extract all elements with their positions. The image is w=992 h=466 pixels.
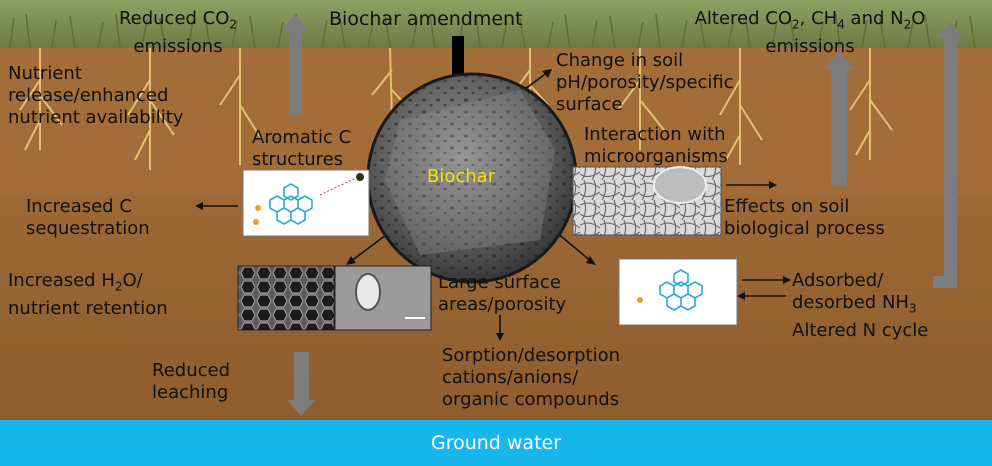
biochar-label: Biochar: [427, 166, 495, 188]
nutrient-release-label: Nutrient release/enhanced nutrient avail…: [8, 63, 183, 129]
molecule-image-left: [243, 170, 369, 236]
water-retention-label: Increased H2O/ nutrient retention: [8, 270, 168, 320]
pore-structure-images: [238, 266, 431, 330]
aromatic-c-label: Aromatic C structures: [252, 127, 351, 171]
surface-area-label: Large surface areas/porosity: [438, 272, 566, 316]
biochar-amendment-title: Biochar amendment: [329, 8, 523, 30]
soil-biology-label: Effects on soil biological process: [724, 196, 885, 240]
ground-water-band: Ground water: [0, 420, 992, 466]
sorption-label: Sorption/desorption cations/anions/ orga…: [442, 345, 620, 411]
nitrogen-cycle-label: Adsorbed/ desorbed NH3 Altered N cycle: [792, 270, 928, 342]
soil-ph-label: Change in soil pH/porosity/specific surf…: [556, 50, 734, 116]
microorganism-image: [573, 167, 721, 235]
molecule-image-right: [619, 259, 737, 325]
reduced-leaching-label: Reduced leaching: [152, 360, 230, 404]
carbon-sequestration-label: Increased C sequestration: [26, 196, 150, 240]
reduced-co2-label: Reduced CO2 emissions: [78, 8, 278, 58]
microorganism-interaction-label: Interaction with microorganisms: [584, 124, 728, 168]
